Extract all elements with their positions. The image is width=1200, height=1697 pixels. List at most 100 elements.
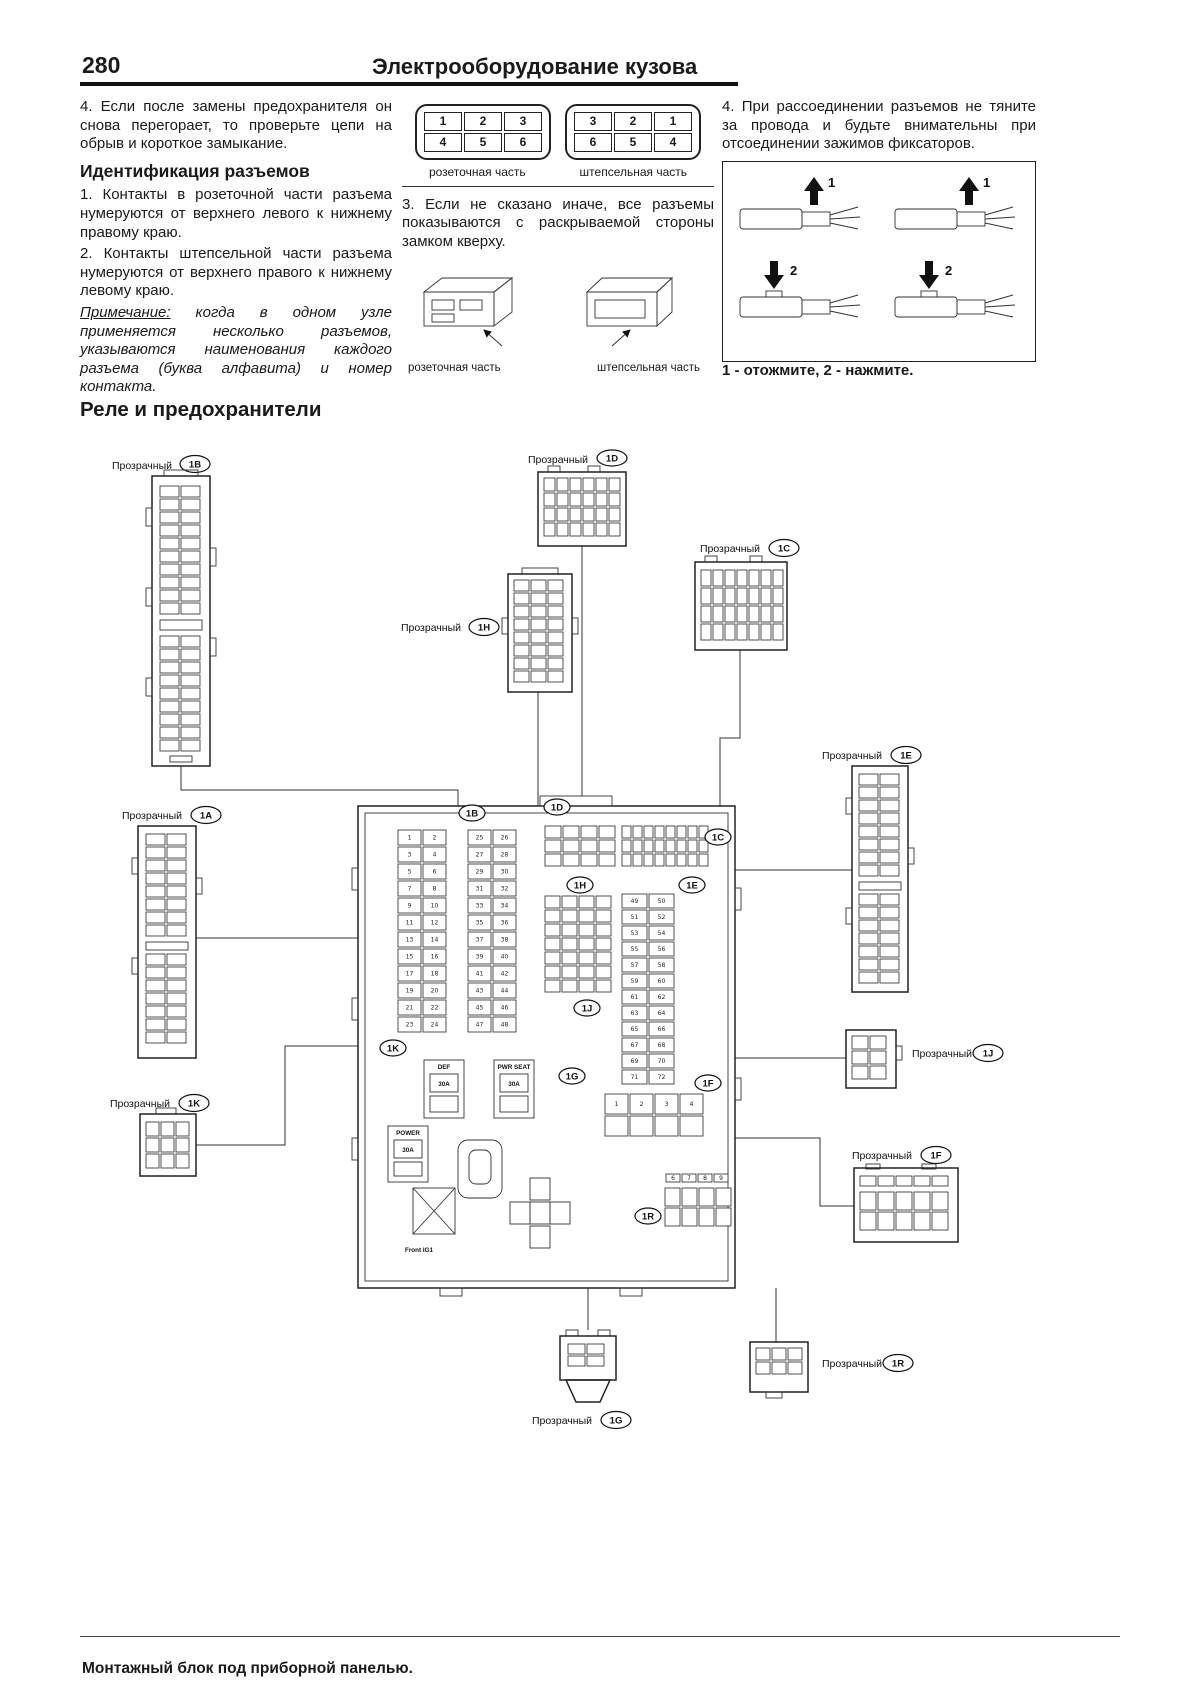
transparent-label: Прозрачный (122, 810, 182, 822)
connector-tag: 1R (892, 1359, 904, 1370)
down-arrow-icon (764, 260, 784, 289)
disconnect-svg: 1 1 2 (739, 175, 1016, 318)
connector-1g: Прозрачный 1G (532, 1329, 632, 1430)
svg-text:45: 45 (476, 1005, 484, 1012)
transparent-label: Прозрачный (912, 1048, 972, 1060)
fuse-rating: 30A (402, 1147, 414, 1154)
connector-tag: 1D (606, 454, 618, 465)
pin-grid (567, 1343, 605, 1367)
svg-text:1: 1 (615, 1101, 619, 1108)
connector-tag: 1A (200, 811, 212, 822)
socket-pin-row-1: 1 2 3 (424, 112, 542, 131)
svg-text:69: 69 (631, 1058, 639, 1065)
pin-cell: 1 (424, 112, 462, 131)
svg-text:4: 4 (690, 1101, 694, 1108)
up-arrow-icon (959, 176, 979, 205)
pin-cell: 5 (614, 133, 652, 152)
svg-text:46: 46 (501, 1005, 509, 1012)
connector-1h: Прозрачный 1H (401, 567, 579, 693)
pin-grid (851, 1035, 887, 1080)
svg-text:8: 8 (433, 886, 437, 893)
svg-text:59: 59 (631, 978, 639, 985)
transparent-label: Прозрачный (110, 1098, 170, 1110)
step-number: 2 (790, 263, 797, 278)
svg-text:9: 9 (408, 903, 412, 910)
socket-pin-box: 1 2 3 4 5 6 (415, 104, 551, 160)
svg-text:52: 52 (658, 914, 666, 921)
relay-pwr-seat: PWR SEAT 30A (493, 1059, 535, 1119)
press-step-right: 2 (894, 260, 1016, 318)
svg-text:7: 7 (408, 886, 412, 893)
plug-pin-box: 3 2 1 6 5 4 (565, 104, 701, 160)
svg-text:2: 2 (640, 1101, 644, 1108)
fuse-rating: 30A (508, 1081, 520, 1088)
tag-1h: 1H (574, 881, 586, 892)
bottom-divider (80, 1636, 1120, 1637)
pin-grid (145, 833, 187, 937)
pin-grid (858, 773, 900, 877)
svg-text:24: 24 (431, 1022, 439, 1029)
tag-1f: 1F (702, 1079, 713, 1090)
connector-id-heading: Идентификация разъемов (80, 160, 310, 181)
fuse-rating: 30A (438, 1081, 450, 1088)
note: Примечание: когда в одном узле применяет… (80, 304, 392, 397)
svg-text:30: 30 (501, 869, 509, 876)
connector-tag: 1H (478, 623, 490, 634)
svg-text:63: 63 (631, 1010, 639, 1017)
steps-caption: 1 - отожмите, 2 - нажмите. (722, 362, 914, 380)
relay-power: POWER 30A (387, 1125, 429, 1183)
top-right-grid (621, 825, 709, 867)
middle-column: 1 2 3 4 5 6 3 2 1 6 5 (402, 104, 714, 376)
pin-cell: 2 (614, 112, 652, 131)
connector-3d-illustration: розеточная часть штепсельная часть (402, 262, 714, 376)
connector-tag: 1K (188, 1099, 200, 1110)
connector-1a: Прозрачный 1A (122, 805, 222, 1059)
svg-text:22: 22 (431, 1005, 439, 1012)
relay-def: DEF 30A (423, 1059, 465, 1119)
svg-text:60: 60 (658, 978, 666, 985)
pin-grid (145, 953, 187, 1044)
svg-text:14: 14 (431, 937, 439, 944)
svg-text:57: 57 (631, 962, 639, 969)
svg-text:56: 56 (658, 946, 666, 953)
transparent-label: Прозрачный (528, 454, 588, 466)
tag-1k: 1K (387, 1044, 399, 1055)
connector-1d: Прозрачный 1D (528, 449, 628, 547)
relay-label: DEF (438, 1064, 451, 1071)
release-step-right: 1 (894, 175, 1016, 230)
pin-grid (159, 485, 201, 615)
plug-part-label: штепсельная часть (579, 165, 688, 179)
pin-grid (755, 1347, 803, 1375)
connector-1c: Прозрачный 1C (694, 538, 800, 651)
connector-tag: 1G (610, 1416, 623, 1427)
note-text: когда в одном узле применяется несколько… (80, 304, 392, 396)
svg-text:65: 65 (631, 1026, 639, 1033)
svg-text:38: 38 (501, 937, 509, 944)
svg-text:20: 20 (431, 988, 439, 995)
fuse-replacement-note: 4. Если после замены предохранителя он с… (80, 98, 392, 153)
pin-cell: 4 (654, 133, 692, 152)
right-column: 4. При рассоединении разъемов не тяните … (722, 98, 1036, 384)
svg-text:33: 33 (476, 903, 484, 910)
svg-text:44: 44 (501, 988, 509, 995)
svg-text:64: 64 (658, 1010, 666, 1017)
svg-text:9: 9 (719, 1175, 723, 1182)
svg-text:34: 34 (501, 903, 509, 910)
socket-part-label: розеточная часть (428, 165, 526, 179)
release-step-left: 1 (739, 175, 861, 230)
svg-text:40: 40 (501, 954, 509, 961)
svg-text:48: 48 (501, 1022, 509, 1029)
svg-text:62: 62 (658, 994, 666, 1001)
relay-label: POWER (396, 1130, 420, 1137)
svg-text:25: 25 (476, 835, 484, 842)
svg-text:68: 68 (658, 1042, 666, 1049)
tag-1r: 1R (642, 1212, 654, 1223)
svg-text:58: 58 (658, 962, 666, 969)
pin-grid (859, 1191, 949, 1231)
